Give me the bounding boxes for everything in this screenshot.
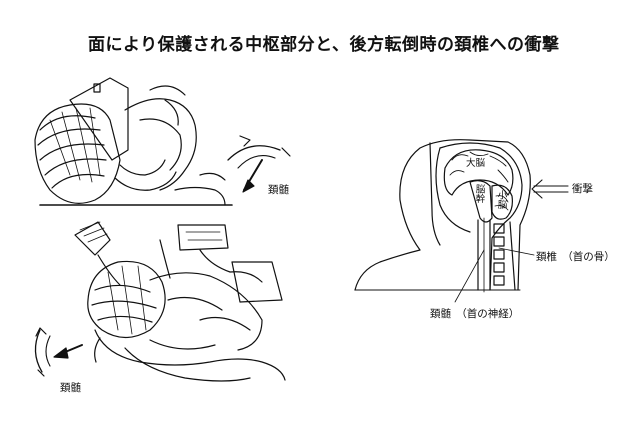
label-brainstem: 脳幹 <box>473 184 485 203</box>
cerebrum <box>443 149 514 196</box>
cerebellum <box>491 184 513 220</box>
brainstem <box>469 180 493 223</box>
leader-cord <box>454 249 485 303</box>
fall-scene-top <box>34 77 291 206</box>
vertebra <box>493 223 505 234</box>
jacket-bottom <box>149 272 263 351</box>
mask-shell <box>34 103 121 204</box>
label-cervical-spine: 頚椎 （首の骨） <box>536 251 615 263</box>
label-cord-bottom: 頚髄 <box>60 382 81 394</box>
leader-cervical <box>498 247 535 256</box>
page-title: 面により保護される中枢部分と、後方転倒時の頚椎への衝撃 <box>88 35 560 55</box>
jacket <box>124 98 197 191</box>
label-spinal-cord: 頚髄 （首の神経） <box>430 308 520 320</box>
head-cross-section <box>354 139 569 303</box>
motion-arc <box>227 145 281 161</box>
mask-shell-bottom <box>87 260 166 339</box>
skull-outline <box>439 142 523 291</box>
motion-arc-bottom <box>34 329 43 373</box>
label-cord-top: 頚髄 <box>268 184 289 196</box>
label-cerebellum: 小脳 <box>495 190 507 209</box>
helmet-outline <box>354 139 531 291</box>
fall-scene-bottom <box>34 221 286 382</box>
label-cerebrum: 大脳 <box>466 158 486 169</box>
mask-bib <box>69 77 129 161</box>
impact-arrow <box>533 185 569 193</box>
label-impact: 衝撃 <box>572 183 593 195</box>
